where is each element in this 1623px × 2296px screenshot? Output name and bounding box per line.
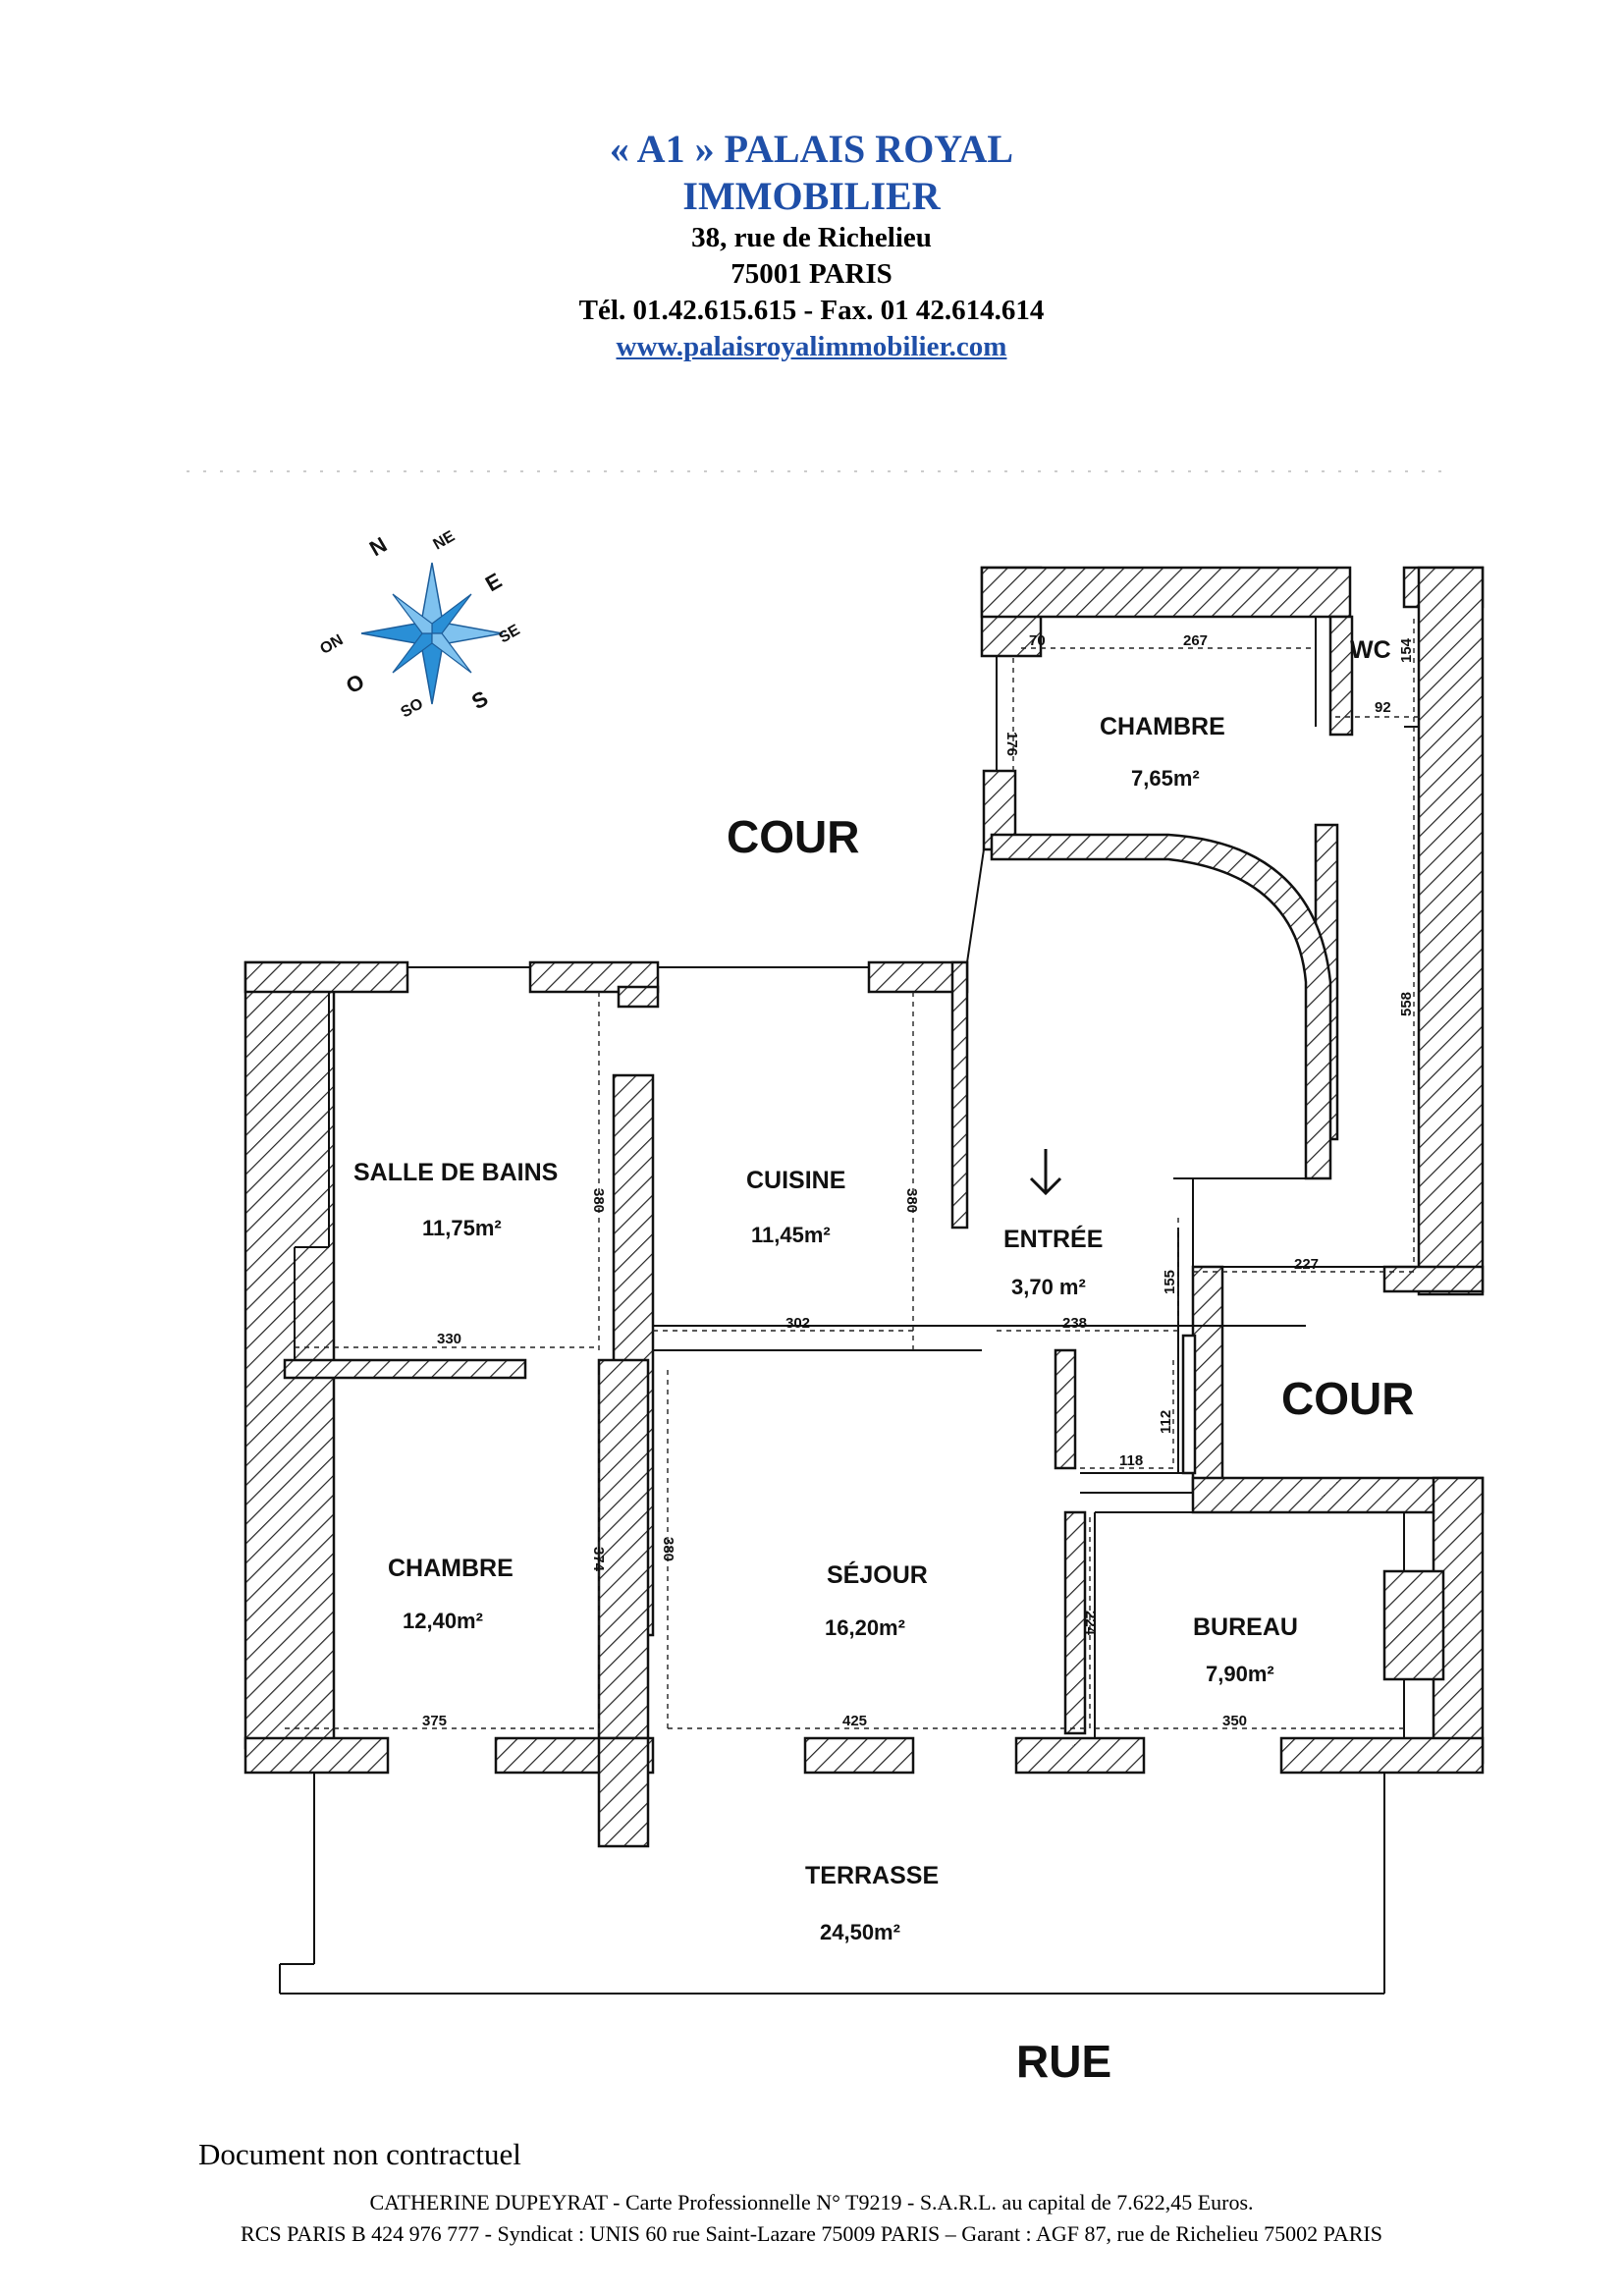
room-terrasse-name: TERRASSE xyxy=(805,1862,939,1889)
dim-224: 224 xyxy=(1082,1611,1099,1636)
dim-380-cuisine: 380 xyxy=(903,1188,920,1213)
dim-350: 350 xyxy=(1222,1713,1247,1729)
room-bureau-area: 7,90m² xyxy=(1206,1662,1274,1686)
compass-star-icon xyxy=(360,562,504,705)
legal-line-2: RCS PARIS B 424 976 777 - Syndicat : UNI… xyxy=(241,2221,1382,2246)
room-bureau-name: BUREAU xyxy=(1193,1613,1298,1641)
room-chambre-name: CHAMBRE xyxy=(388,1555,514,1582)
partition-lines xyxy=(279,617,1419,1995)
dim-155: 155 xyxy=(1162,1270,1178,1294)
dim-70: 70 xyxy=(1029,632,1046,649)
walls xyxy=(243,566,1485,1848)
agency-street: 38, rue de Richelieu xyxy=(691,222,932,253)
dim-227: 227 xyxy=(1294,1256,1319,1273)
compass-n: N xyxy=(365,532,391,562)
room-wc-name: WC xyxy=(1350,636,1391,664)
room-sejour-name: SÉJOUR xyxy=(827,1560,928,1589)
dim-112: 112 xyxy=(1158,1410,1174,1434)
compass-rose: N NE E SE S SO O NO xyxy=(316,527,523,721)
dim-330: 330 xyxy=(437,1331,461,1347)
dim-374: 374 xyxy=(590,1547,607,1572)
compass-no: NO xyxy=(316,630,345,657)
cour-right-label: COUR xyxy=(1281,1373,1414,1424)
entrance-arrow-icon xyxy=(1029,1149,1062,1196)
dim-558: 558 xyxy=(1398,992,1415,1016)
dim-267: 267 xyxy=(1183,632,1208,649)
agency-name-line1: « A1 » PALAIS ROYAL xyxy=(609,127,1014,171)
room-chambre-top-name: CHAMBRE xyxy=(1100,713,1225,740)
compass-se: SE xyxy=(497,622,523,647)
rue-label: RUE xyxy=(1016,2036,1111,2087)
dim-380-sejour: 380 xyxy=(660,1537,676,1561)
compass-ne: NE xyxy=(431,527,459,553)
room-sdb-name: SALLE DE BAINS xyxy=(353,1159,558,1186)
dim-302: 302 xyxy=(785,1315,810,1332)
room-sdb-area: 11,75m² xyxy=(422,1216,502,1240)
agency-phone-fax: Tél. 01.42.615.615 - Fax. 01 42.614.614 xyxy=(578,295,1045,326)
dim-176: 176 xyxy=(1003,732,1020,756)
room-chambre-top-area: 7,65m² xyxy=(1131,766,1200,791)
dim-425: 425 xyxy=(842,1713,867,1729)
dim-154: 154 xyxy=(1398,637,1415,663)
compass-s: S xyxy=(467,685,492,714)
compass-so: SO xyxy=(399,695,427,721)
agency-city: 75001 PARIS xyxy=(730,258,893,290)
agency-name-line2: IMMOBILIER xyxy=(682,174,941,218)
dim-375: 375 xyxy=(422,1713,447,1729)
room-entree-area: 3,70 m² xyxy=(1011,1275,1086,1299)
room-terrasse-area: 24,50m² xyxy=(820,1920,900,1944)
room-cuisine-area: 11,45m² xyxy=(751,1223,831,1247)
dim-238: 238 xyxy=(1062,1315,1087,1332)
legal-line-1: CATHERINE DUPEYRAT - Carte Professionnel… xyxy=(369,2190,1254,2214)
room-entree-name: ENTRÉE xyxy=(1003,1225,1103,1253)
dim-380-sdb: 380 xyxy=(590,1188,607,1213)
room-cuisine-name: CUISINE xyxy=(746,1167,845,1194)
room-chambre-area: 12,40m² xyxy=(403,1609,483,1633)
room-sejour-area: 16,20m² xyxy=(825,1615,905,1640)
compass-o: O xyxy=(342,669,368,698)
agency-header: « A1 » PALAIS ROYAL IMMOBILIER 38, rue d… xyxy=(0,126,1623,365)
dim-92: 92 xyxy=(1375,699,1391,716)
compass-e: E xyxy=(481,568,506,596)
dimension-lines xyxy=(285,619,1419,1733)
agency-website-link[interactable]: www.palaisroyalimmobilier.com xyxy=(616,331,1007,362)
dim-118: 118 xyxy=(1119,1452,1143,1469)
disclaimer-note: Document non contractuel xyxy=(198,2137,521,2171)
cour-top-label: COUR xyxy=(727,811,859,862)
